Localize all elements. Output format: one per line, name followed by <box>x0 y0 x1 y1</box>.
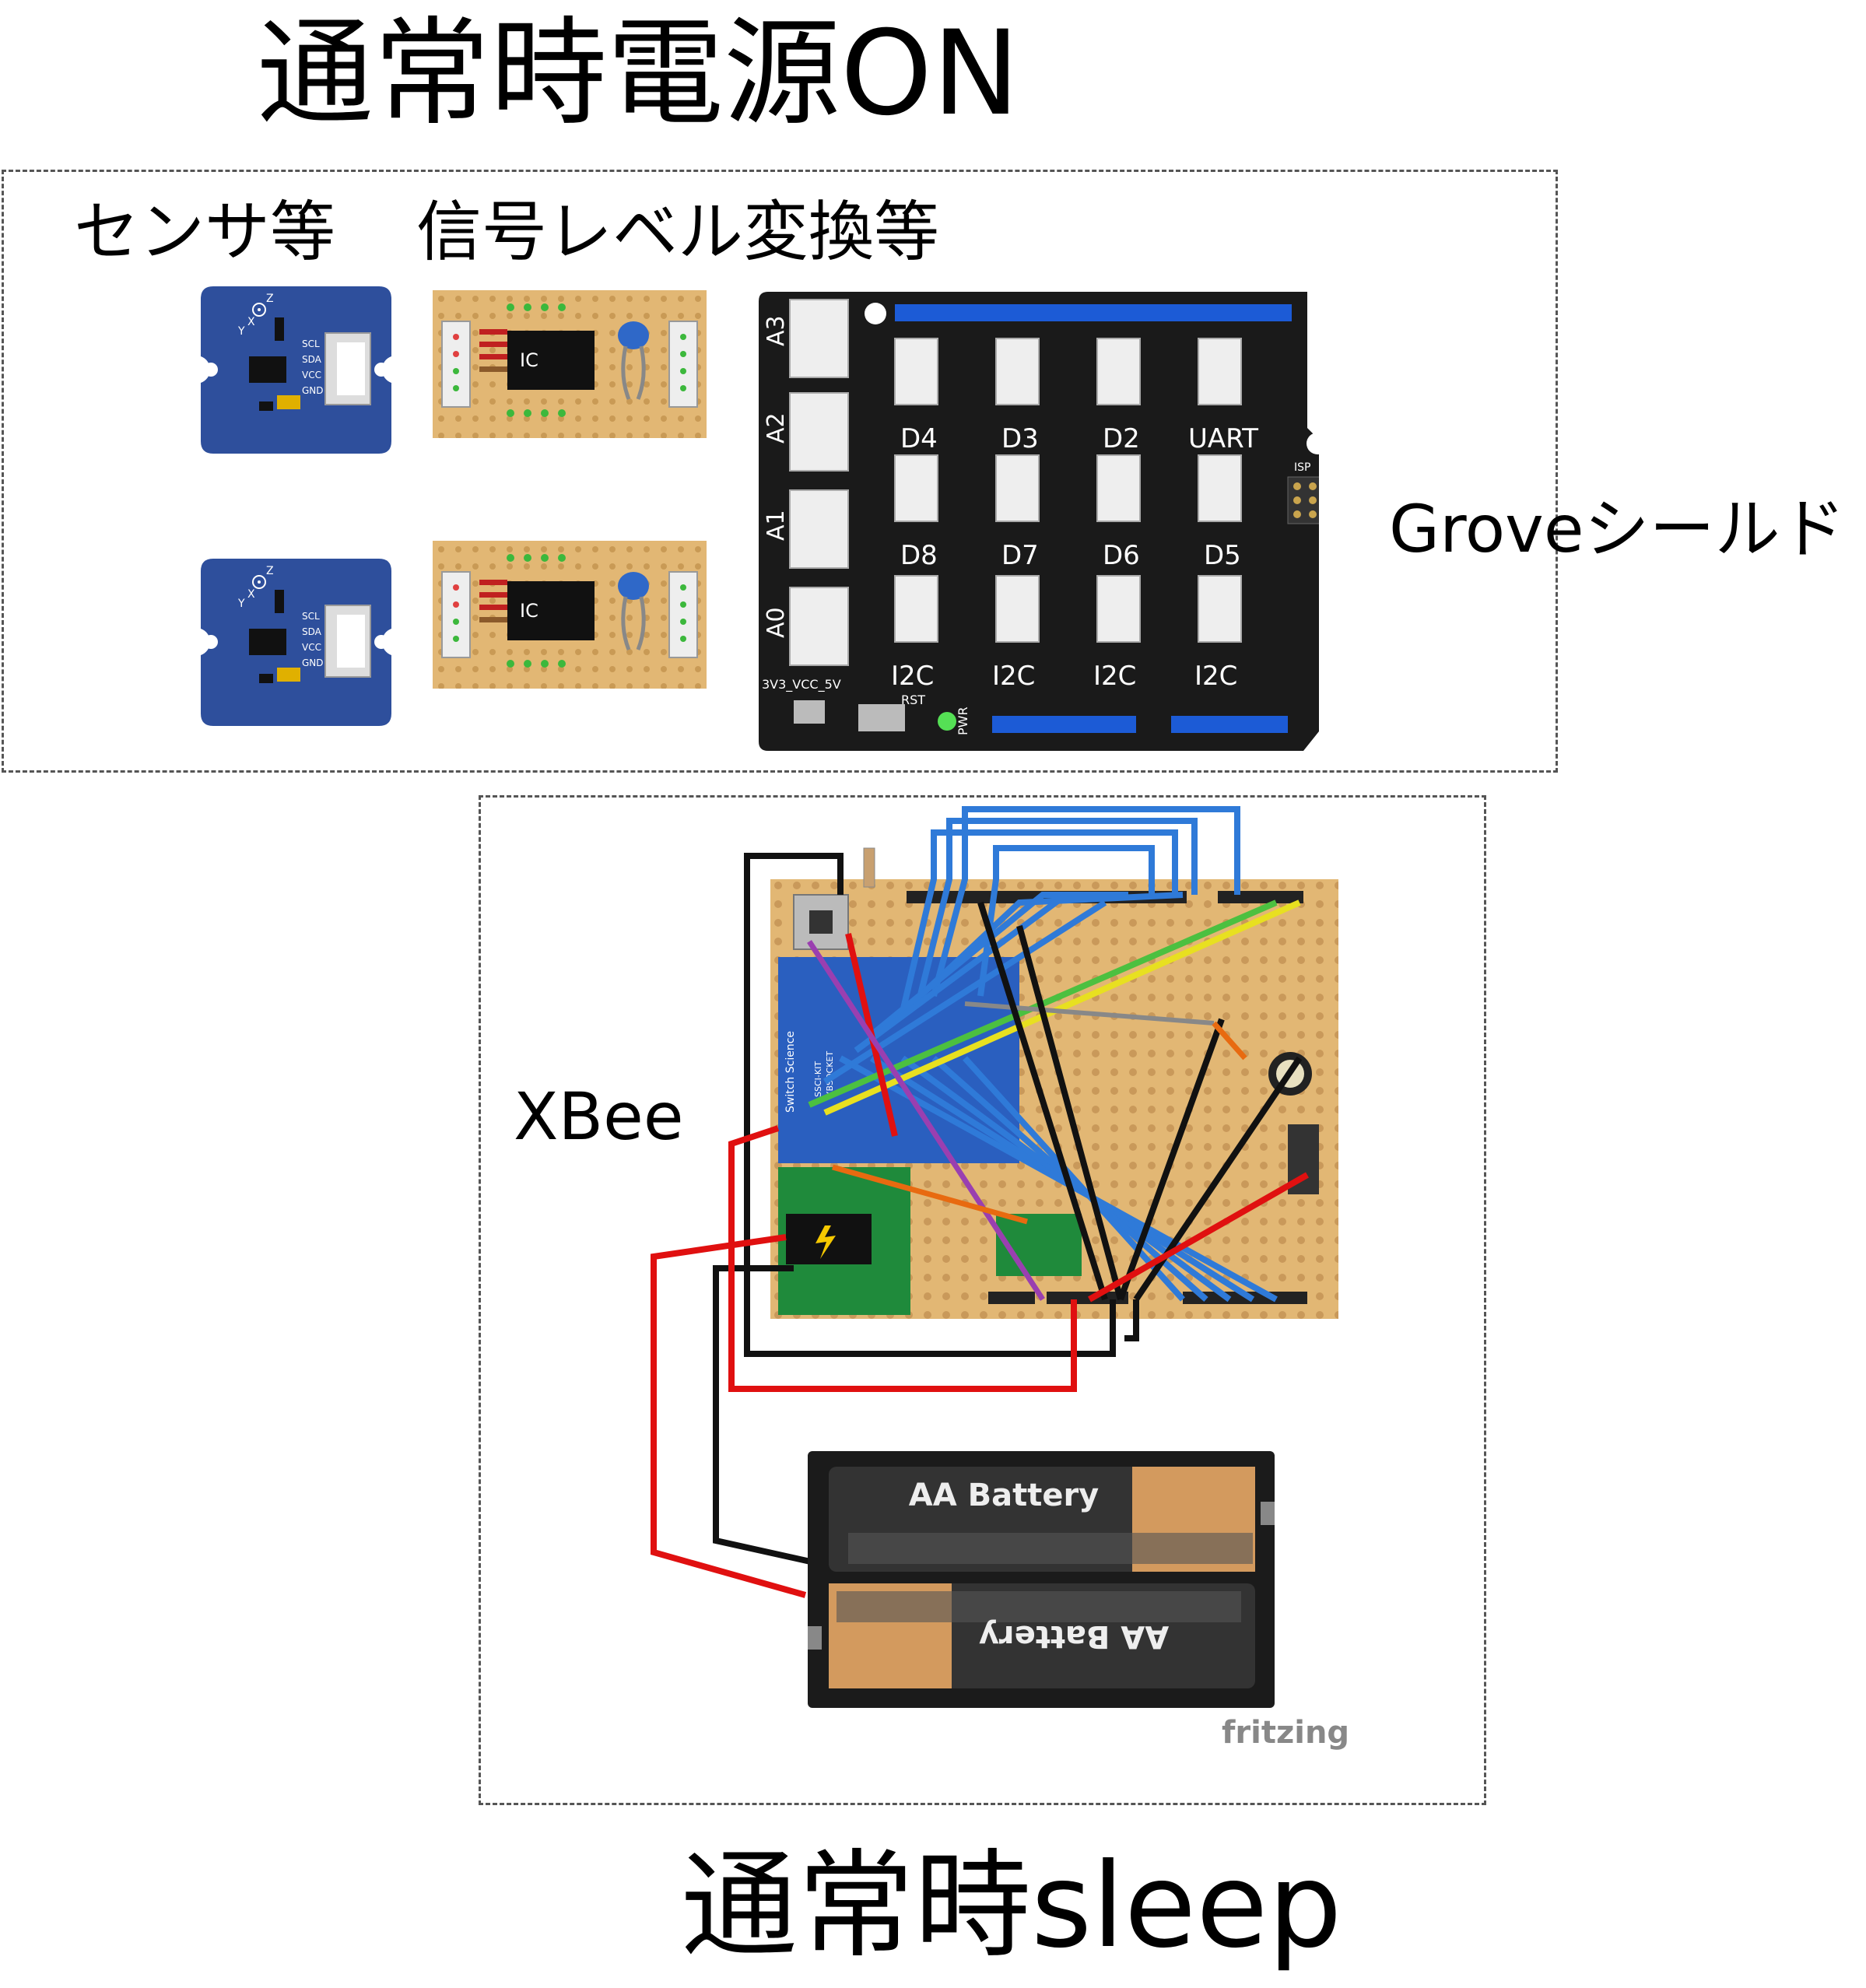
ic-chip-label: IC <box>520 349 538 371</box>
xbee-socket-label: XBSOCKET <box>825 1051 835 1097</box>
pin-label-vcc: VCC <box>302 642 321 653</box>
pin-label-gnd: GND <box>302 657 324 668</box>
grove-shield: A3 A2 A1 A0 D4 D3 D2 UART D8 D7 D6 D5 I2… <box>759 292 1319 751</box>
level-shift-label: 信号レベル変換等 <box>416 194 940 270</box>
pin-label-vcc: VCC <box>302 370 321 380</box>
port-label-a1: A1 <box>763 510 790 541</box>
axis-x-label: X <box>247 316 255 328</box>
axis-z-label: Z <box>266 293 274 305</box>
port-label-a3: A3 <box>763 315 790 346</box>
page-title-normal-on: 通常時電源ON <box>257 6 1020 142</box>
sensor-module-2: X Y Z SCL SDA VCC GND <box>201 559 391 726</box>
xbee-brand-label: Switch Science <box>784 1031 797 1113</box>
pin-label-gnd: GND <box>302 385 324 396</box>
port-label-d3: D3 <box>1001 423 1039 454</box>
power-on-group-box <box>2 170 1558 773</box>
voltage-label: 3V3_VCC_5V <box>762 677 841 692</box>
rst-label: RST <box>901 692 925 707</box>
battery-cell-1-label: AA Battery <box>909 1478 1100 1513</box>
page-title-normal-sleep: 通常時sleep <box>681 1839 1342 1974</box>
port-label-d8: D8 <box>900 540 938 571</box>
level-shift-board-1: IC <box>433 290 707 438</box>
axis-x-label: X <box>247 588 255 601</box>
battery-cell-2-label: AA Battery <box>979 1618 1170 1654</box>
xbee-label: XBee <box>514 1078 684 1155</box>
port-label-d5: D5 <box>1204 540 1241 571</box>
port-label-a0: A0 <box>763 607 790 638</box>
grove-shield-label: Groveシールド <box>1389 491 1846 567</box>
ic-chip-label: IC <box>520 600 538 622</box>
axis-y-label: Y <box>237 598 245 610</box>
port-label-i2c-3: I2C <box>1093 661 1136 692</box>
port-label-uart: UART <box>1188 423 1258 454</box>
pin-label-scl: SCL <box>302 338 320 349</box>
port-label-d2: D2 <box>1103 423 1140 454</box>
port-label-d7: D7 <box>1001 540 1039 571</box>
port-label-d6: D6 <box>1103 540 1140 571</box>
port-label-a2: A2 <box>763 412 790 444</box>
pin-label-sda: SDA <box>302 354 322 365</box>
port-label-i2c-4: I2C <box>1194 661 1237 692</box>
axis-z-label: Z <box>266 565 274 577</box>
pwr-label: PWR <box>956 706 970 735</box>
axis-y-label: Y <box>237 325 245 338</box>
sensor-module-1: X Y Z SCL SDA VCC GND <box>201 286 391 454</box>
port-label-d4: D4 <box>900 423 938 454</box>
xbee-protoboard-assembly: Switch Science SSCI-KIT XBSOCKET <box>651 806 1349 1751</box>
pin-label-scl: SCL <box>302 611 320 622</box>
sleep-group-box <box>479 795 1486 1805</box>
xbee-kit-label: SSCI-KIT <box>813 1061 823 1097</box>
isp-label: ISP <box>1294 461 1310 474</box>
level-shift-board-2: IC <box>433 541 707 689</box>
fritzing-watermark: fritzing <box>1222 1715 1349 1751</box>
pin-label-sda: SDA <box>302 626 322 637</box>
port-label-i2c-1: I2C <box>891 661 934 692</box>
sensor-label: センサ等 <box>74 194 336 270</box>
port-label-i2c-2: I2C <box>992 661 1035 692</box>
